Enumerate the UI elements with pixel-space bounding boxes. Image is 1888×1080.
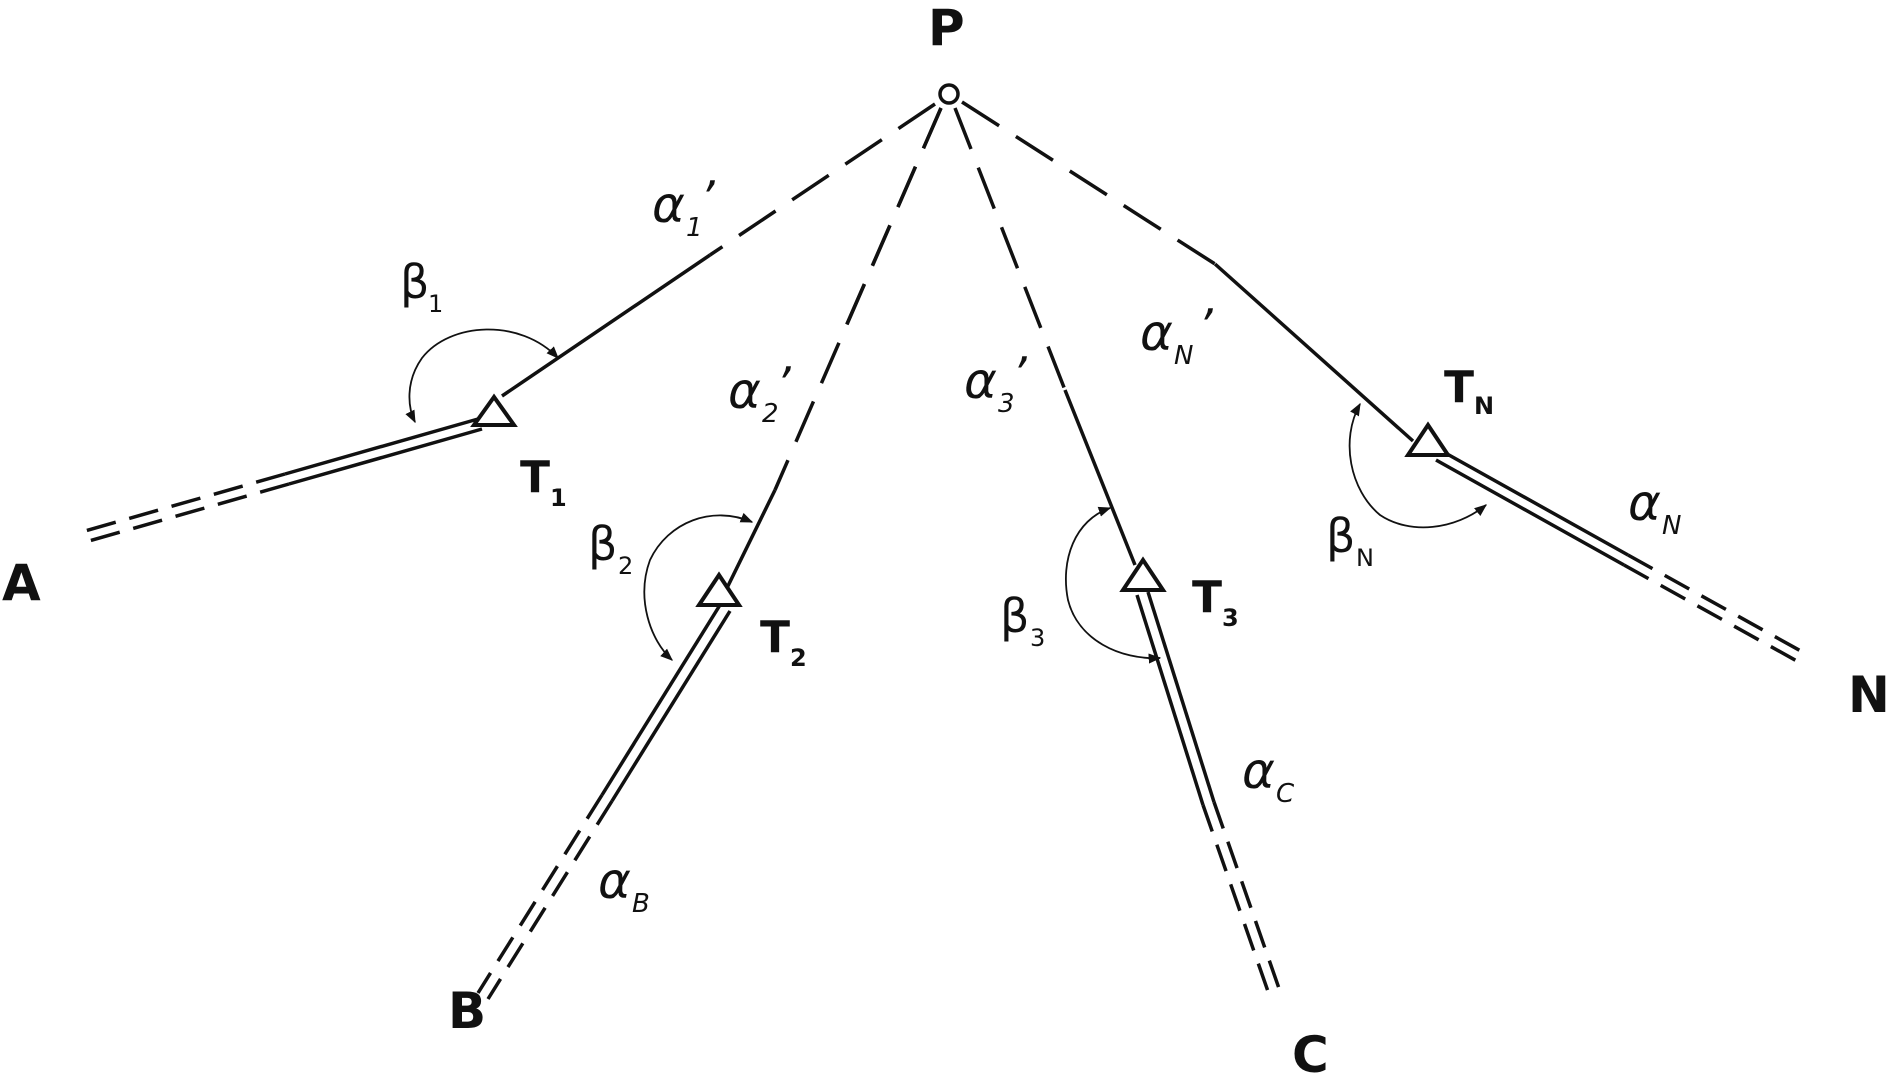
- svg-text:2: 2: [618, 552, 633, 580]
- beta-3-label: β 3: [1000, 589, 1045, 652]
- ray-p-t1-solid: [501, 253, 711, 398]
- svg-text:β: β: [1326, 509, 1355, 563]
- svg-text:’: ’: [776, 357, 791, 411]
- label-p: P: [928, 0, 965, 57]
- ray-p-t2-solid: [724, 489, 777, 591]
- svg-text:β: β: [1000, 589, 1029, 643]
- svg-text:α: α: [728, 362, 761, 420]
- svg-text:T: T: [1444, 362, 1474, 413]
- ray-p-t2-dashed-real: [773, 107, 943, 491]
- station-t2-icon: [695, 571, 743, 607]
- svg-text:N: N: [1356, 544, 1374, 572]
- svg-text:α: α: [598, 852, 631, 910]
- svg-text:N: N: [1174, 341, 1193, 371]
- svg-text:’: ’: [1012, 347, 1027, 401]
- beta-2-label: β 2: [588, 517, 633, 580]
- station-t3-icon: [1119, 556, 1167, 592]
- line-t2-b: [476, 604, 732, 1000]
- svg-text:1: 1: [428, 290, 443, 318]
- svg-text:α: α: [652, 176, 685, 234]
- arc-beta-n: [1348, 402, 1487, 529]
- station-label-tn: T N: [1444, 362, 1494, 420]
- svg-text:α: α: [1140, 304, 1173, 362]
- reference-lines: [77, 417, 1809, 1001]
- svg-text:3: 3: [998, 389, 1015, 419]
- svg-text:’: ’: [1198, 299, 1213, 353]
- ray-p-t1-dashed: [709, 102, 936, 257]
- label-n: N: [1848, 666, 1888, 724]
- svg-text:α: α: [964, 352, 997, 410]
- svg-text:T: T: [520, 452, 550, 503]
- arc-beta-1: [405, 328, 559, 424]
- sight-lines: [501, 100, 1415, 591]
- ray-p-t3-dashed: [953, 107, 1067, 391]
- svg-text:N: N: [1474, 392, 1494, 420]
- stations: [470, 393, 1452, 607]
- alpha-b-label: α B: [598, 852, 650, 919]
- svg-text:T: T: [1192, 572, 1222, 623]
- svg-text:C: C: [1276, 779, 1295, 809]
- svg-text:B: B: [632, 889, 650, 919]
- station-tn-icon: [1404, 421, 1452, 457]
- angle-arcs: [405, 328, 1487, 664]
- svg-text:2: 2: [790, 644, 807, 672]
- ray-p-tn-dashed: [961, 100, 1216, 266]
- alpha-1-prime-label: α 1 ’: [652, 171, 715, 243]
- svg-text:1: 1: [550, 484, 567, 512]
- point-p-icon: [938, 83, 960, 105]
- arc-beta-2: [643, 512, 754, 661]
- svg-text:’: ’: [700, 171, 715, 225]
- svg-text:α: α: [1242, 742, 1275, 800]
- svg-text:β: β: [588, 517, 617, 571]
- alpha-c-label: α C: [1242, 742, 1295, 809]
- svg-text:T: T: [760, 612, 790, 663]
- svg-text:1: 1: [686, 213, 703, 243]
- label-a: A: [2, 554, 41, 612]
- svg-text:3: 3: [1222, 604, 1239, 632]
- arc-beta-3: [1065, 506, 1162, 664]
- line-t1-a: [77, 417, 483, 545]
- svg-text:β: β: [400, 255, 429, 309]
- svg-text:2: 2: [762, 399, 779, 429]
- svg-text:N: N: [1662, 511, 1681, 541]
- svg-text:3: 3: [1030, 624, 1045, 652]
- station-t1-icon: [470, 393, 518, 427]
- beta-n-label: β N: [1326, 509, 1374, 572]
- alpha-3-prime-label: α 3 ’: [964, 347, 1027, 419]
- ray-p-tn-solid: [1213, 262, 1415, 443]
- svg-text:α: α: [1628, 474, 1661, 532]
- alpha-n-label: α N: [1628, 474, 1681, 541]
- alpha-n-prime-label: α N ’: [1140, 299, 1213, 371]
- label-c: C: [1292, 1026, 1329, 1080]
- label-b: B: [448, 982, 486, 1040]
- station-label-t1: T 1: [520, 452, 567, 512]
- station-label-t2: T 2: [760, 612, 807, 672]
- line-tn-n: [1435, 448, 1809, 667]
- station-label-t3: T 3: [1192, 572, 1239, 632]
- beta-1-label: β 1: [400, 255, 443, 318]
- alpha-2-prime-label: α 2 ’: [728, 357, 791, 429]
